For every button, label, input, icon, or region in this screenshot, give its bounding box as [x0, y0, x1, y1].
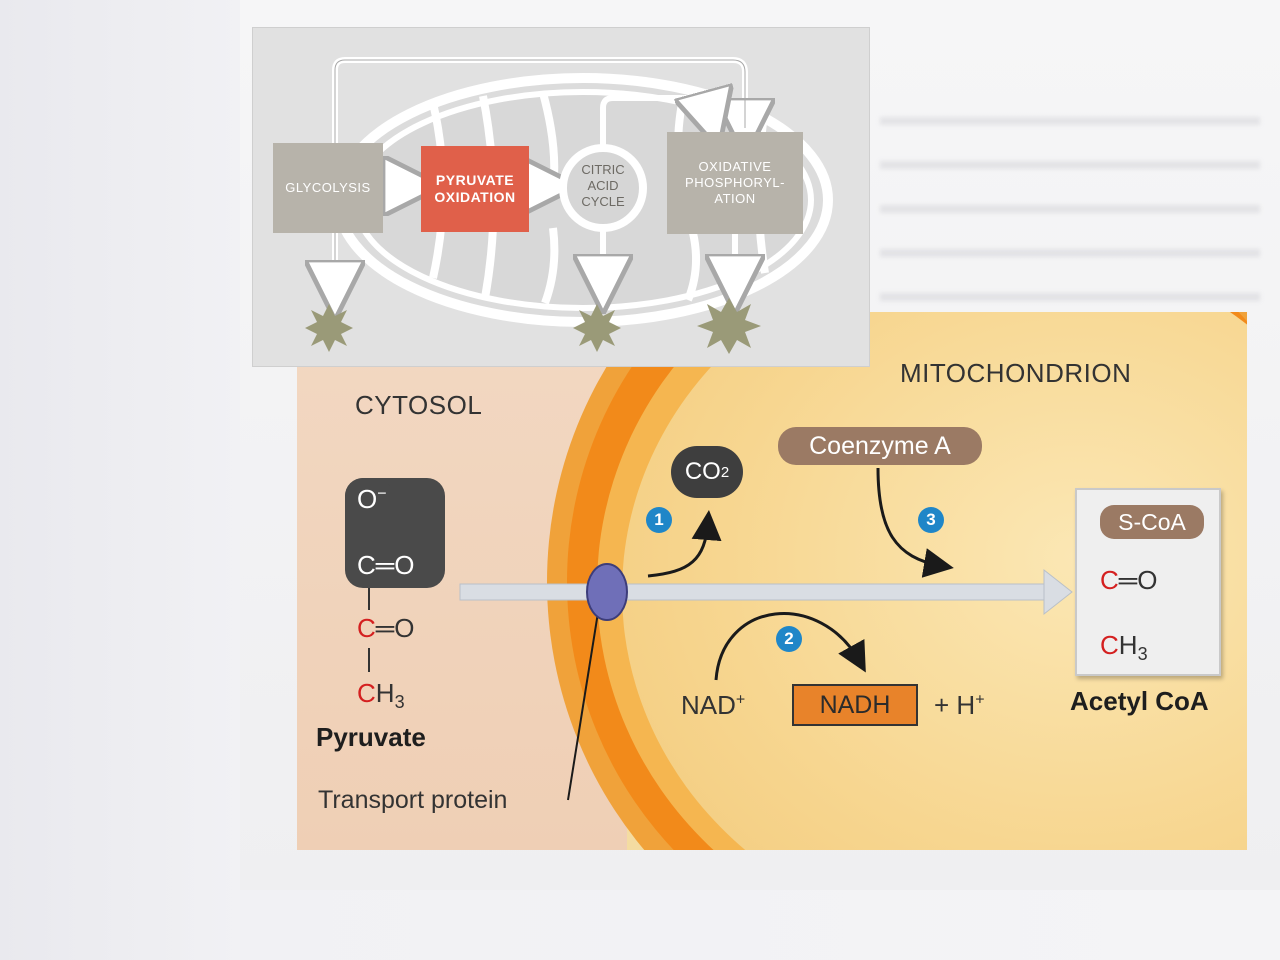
pyruvate-label: Pyruvate	[316, 722, 426, 752]
step-3-badge: 3	[918, 507, 944, 533]
nadh-box: NADH	[792, 684, 918, 726]
step-1-badge: 1	[646, 507, 672, 533]
pyruvate-carboxyl: C═O	[357, 550, 415, 580]
h-plus: + H+	[934, 690, 985, 720]
s-coa-pill: S-CoA	[1100, 505, 1204, 539]
acetyl-carbonyl: C═O	[1100, 565, 1158, 595]
co2-release-arrow	[647, 510, 722, 578]
glycolysis-box: GLYCOLYSIS	[273, 143, 383, 233]
nad-reduction-arrow	[714, 612, 866, 681]
cytosol-label: CYTOSOL	[355, 390, 483, 420]
step-2-badge: 2	[776, 626, 802, 652]
pyruvate-carboxyl-highlight-top	[345, 478, 393, 542]
nad-plus: NAD+	[681, 690, 746, 720]
bleed-through-text	[880, 95, 1260, 325]
acetyl-methyl: CH3	[1100, 630, 1148, 665]
mitochondrion-label: MITOCHONDRION	[900, 358, 1132, 388]
pyruvate-o-minus: O−	[357, 484, 387, 514]
pyruvate-carbonyl: C═O	[357, 613, 415, 643]
transport-protein	[586, 563, 628, 621]
coenzyme-a-pill: Coenzyme A	[778, 427, 982, 465]
pyruvate-methyl: CH3	[357, 678, 405, 713]
main-transport-arrow	[459, 568, 1073, 616]
transport-protein-pointer	[567, 599, 601, 801]
acetyl-coa-label: Acetyl CoA	[1070, 686, 1209, 716]
transport-protein-label: Transport protein	[318, 786, 508, 814]
coenzyme-a-arrow	[876, 467, 954, 578]
